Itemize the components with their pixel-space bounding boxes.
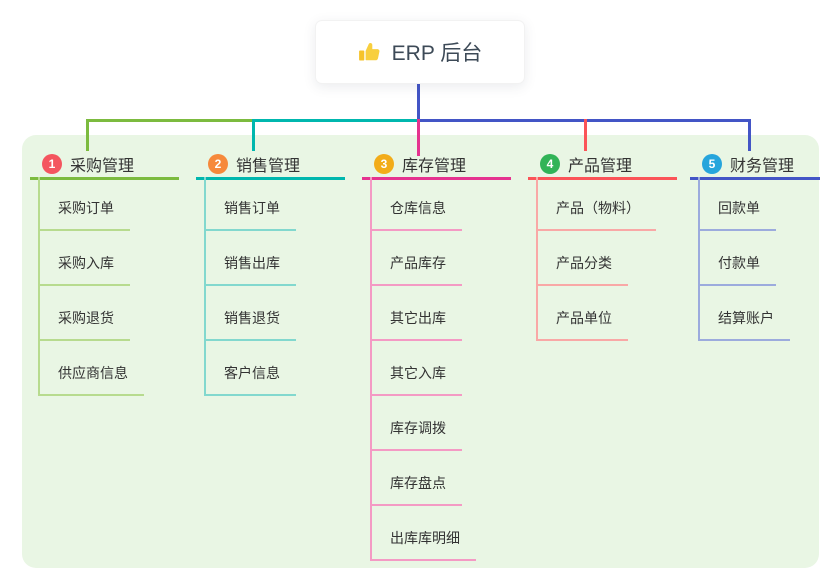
branch-children: 回款单 付款单 结算账户	[690, 177, 820, 341]
child-label: 产品库存	[390, 255, 446, 271]
connector-segment-teal	[254, 119, 419, 122]
branch-drop-line-5	[748, 119, 751, 151]
child-label: 付款单	[718, 255, 760, 271]
branch-number-badge: 1	[42, 153, 62, 174]
branch-header-product[interactable]: 4 产品管理	[528, 150, 677, 180]
child-node[interactable]: 供应商信息	[38, 341, 144, 396]
child-node[interactable]: 其它入库	[370, 341, 462, 396]
branch-header-inventory[interactable]: 3 库存管理	[362, 150, 511, 180]
branch-finance: 5 财务管理 回款单 付款单 结算账户	[690, 150, 820, 341]
branch-product: 4 产品管理 产品（物料） 产品分类 产品单位	[528, 150, 677, 341]
branch-drop-line-4	[584, 119, 587, 151]
branch-header-finance[interactable]: 5 财务管理	[690, 150, 820, 180]
branch-number-badge: 4	[540, 153, 560, 174]
branch-drop-line-2	[252, 119, 255, 151]
branch-children: 采购订单 采购入库 采购退货 供应商信息	[30, 177, 179, 396]
connector-segment-green	[86, 119, 254, 122]
child-node[interactable]: 回款单	[698, 180, 776, 231]
child-label: 结算账户	[718, 310, 774, 326]
child-node[interactable]: 产品单位	[536, 286, 628, 341]
branch-drop-line-1	[86, 119, 89, 151]
branch-title: 采购管理	[70, 157, 135, 175]
child-node[interactable]: 库存盘点	[370, 451, 462, 506]
branch-children: 仓库信息 产品库存 其它出库 其它入库 库存调拨 库存盘点 出库库明细	[362, 177, 511, 561]
child-node[interactable]: 产品分类	[536, 231, 628, 286]
branch-title: 销售管理	[236, 157, 301, 175]
child-node[interactable]: 产品（物料）	[536, 180, 656, 231]
branch-children: 产品（物料） 产品分类 产品单位	[528, 177, 677, 341]
branch-sales: 2 销售管理 销售订单 销售出库 销售退货 客户信息	[196, 150, 345, 396]
child-label: 仓库信息	[390, 200, 446, 216]
child-node[interactable]: 客户信息	[204, 341, 296, 396]
child-node[interactable]: 销售退货	[204, 286, 296, 341]
child-label: 采购退货	[58, 310, 114, 326]
child-node[interactable]: 仓库信息	[370, 180, 462, 231]
child-label: 产品（物料）	[556, 200, 640, 216]
child-label: 销售订单	[224, 200, 280, 216]
child-label: 采购订单	[58, 200, 114, 216]
child-label: 库存调拨	[390, 420, 446, 436]
child-node[interactable]: 其它出库	[370, 286, 462, 341]
branch-number-badge: 3	[374, 153, 394, 174]
child-label: 出库库明细	[390, 530, 460, 546]
branch-title: 产品管理	[568, 157, 633, 175]
child-node[interactable]: 销售出库	[204, 231, 296, 286]
branch-drop-line-3	[417, 119, 420, 156]
branch-purchase: 1 采购管理 采购订单 采购入库 采购退货 供应商信息	[30, 150, 179, 396]
child-node[interactable]: 采购入库	[38, 231, 130, 286]
child-label: 库存盘点	[390, 475, 446, 491]
branch-header-sales[interactable]: 2 销售管理	[196, 150, 345, 180]
child-label: 其它入库	[390, 365, 446, 381]
child-node[interactable]: 采购退货	[38, 286, 130, 341]
branch-children: 销售订单 销售出库 销售退货 客户信息	[196, 177, 345, 396]
child-node[interactable]: 产品库存	[370, 231, 462, 286]
child-node[interactable]: 采购订单	[38, 180, 130, 231]
root-title: ERP 后台	[391, 42, 483, 65]
child-label: 采购入库	[58, 255, 114, 271]
child-label: 供应商信息	[58, 365, 128, 381]
child-label: 销售出库	[224, 255, 280, 271]
child-label: 产品分类	[556, 255, 612, 271]
root-connector-line	[417, 83, 420, 122]
child-node[interactable]: 付款单	[698, 231, 776, 286]
branch-title: 库存管理	[402, 157, 467, 175]
child-label: 产品单位	[556, 310, 612, 326]
branch-number-badge: 2	[208, 153, 228, 174]
branch-title: 财务管理	[730, 157, 795, 175]
child-label: 客户信息	[224, 365, 280, 381]
root-node[interactable]: ERP 后台	[315, 20, 525, 84]
branch-inventory: 3 库存管理 仓库信息 产品库存 其它出库 其它入库 库存调拨 库存盘点 出库库…	[362, 150, 511, 561]
child-label: 回款单	[718, 200, 760, 216]
branch-area-panel	[22, 135, 819, 568]
child-label: 其它出库	[390, 310, 446, 326]
branch-header-purchase[interactable]: 1 采购管理	[30, 150, 179, 180]
child-node[interactable]: 结算账户	[698, 286, 790, 341]
child-label: 销售退货	[224, 310, 280, 326]
thumbs-up-icon	[358, 43, 380, 61]
child-node[interactable]: 库存调拨	[370, 396, 462, 451]
child-node[interactable]: 销售订单	[204, 180, 296, 231]
branch-number-badge: 5	[702, 153, 722, 174]
child-node[interactable]: 出库库明细	[370, 506, 476, 561]
